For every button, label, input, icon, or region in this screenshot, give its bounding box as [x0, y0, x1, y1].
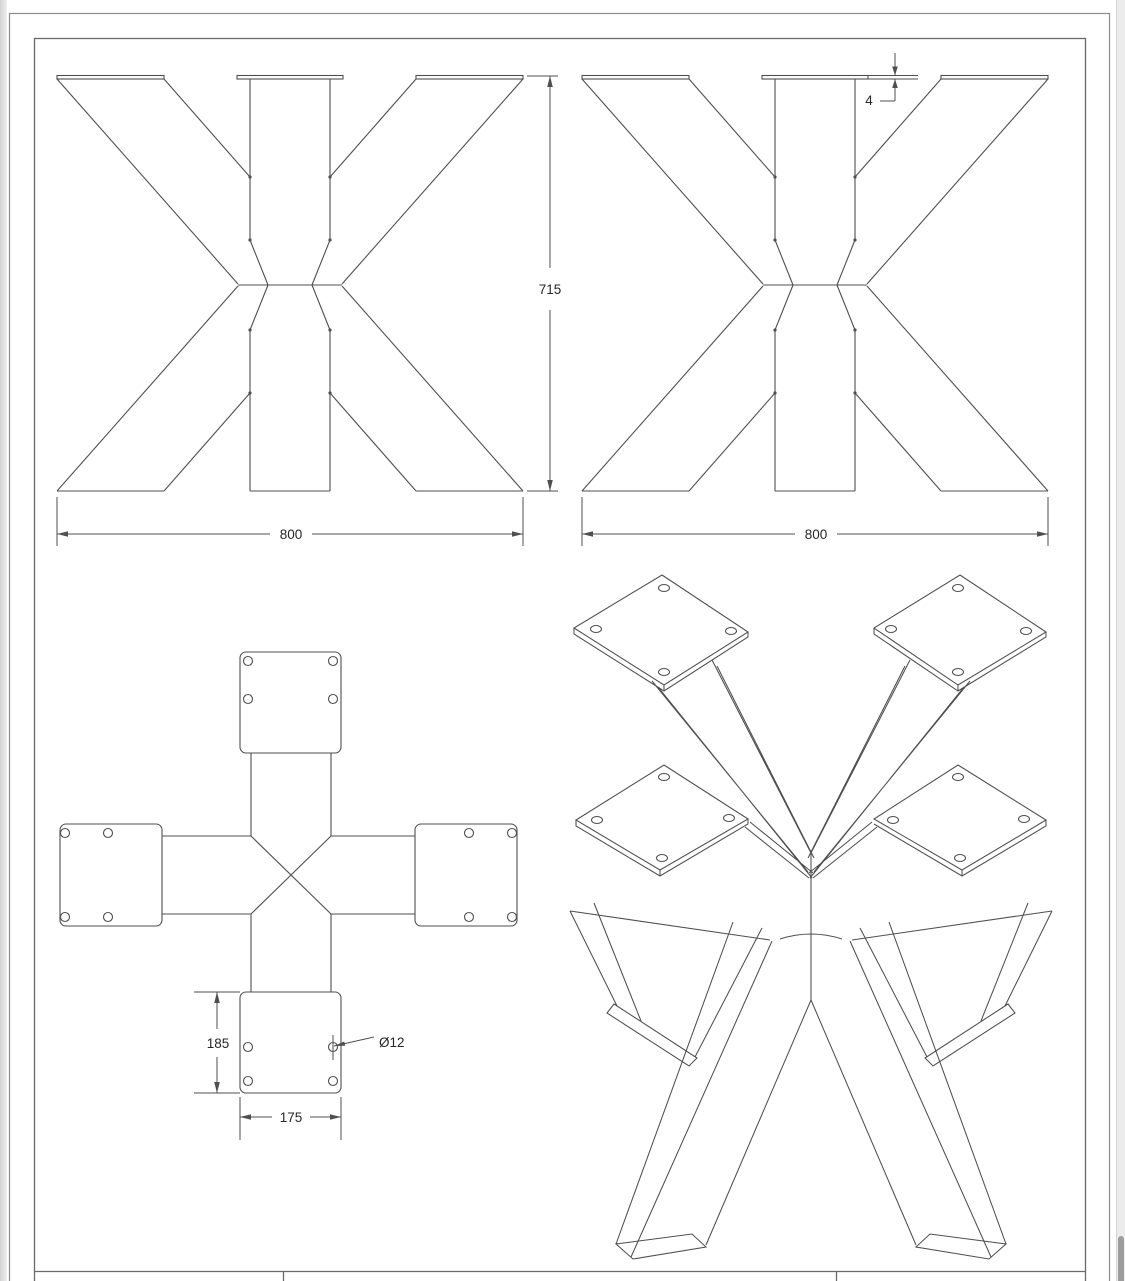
side-width-label: 800 — [805, 527, 828, 542]
inner-border — [33, 37, 1087, 1281]
plate-length-dimension — [194, 991, 240, 1094]
front-view: 800 715 — [56, 74, 562, 546]
front-width-label: 800 — [280, 527, 303, 542]
plate-thickness-dimension — [868, 53, 918, 102]
plan-plate-bottom — [239, 991, 342, 1094]
iso-foot-pads — [606, 1003, 1016, 1260]
plate-width-dimension — [239, 1097, 342, 1140]
plate-thickness-label: 4 — [865, 93, 873, 108]
iso-lower-legs — [569, 902, 1053, 1258]
sheet-frame — [8, 12, 1111, 1281]
front-width-dimension — [56, 497, 524, 546]
front-height-label: 715 — [539, 282, 562, 297]
outer-border — [8, 12, 1111, 1281]
iso-upper-legs — [651, 659, 971, 879]
vertical-scrollbar[interactable] — [1116, 0, 1125, 1281]
left-edge-strip — [0, 0, 7, 1281]
plan-plate-right — [414, 823, 518, 927]
plate-length-label: 185 — [207, 1036, 230, 1051]
hole-diameter-callout — [332, 1035, 375, 1060]
side-width-dimension — [581, 497, 1049, 546]
plan-view — [59, 651, 518, 1140]
iso-bolt-holes — [589, 583, 1033, 863]
plate-width-label: 175 — [280, 1110, 303, 1125]
title-block — [34, 1270, 1086, 1281]
plan-plate-left — [59, 823, 163, 927]
plan-cross — [250, 835, 332, 915]
scrollbar-thumb[interactable] — [1118, 1236, 1124, 1281]
plan-arms — [162, 753, 415, 992]
iso-center-hub — [569, 853, 1053, 1246]
iso-plates — [573, 574, 1048, 877]
plan-plate-top — [239, 651, 342, 754]
isometric-view — [569, 574, 1053, 1260]
side-view: 800 4 — [581, 53, 1049, 546]
plan-bolt-holes — [59, 655, 518, 1087]
hole-diameter-label: Ø12 — [379, 1035, 405, 1050]
front-height-dimension — [527, 75, 558, 492]
